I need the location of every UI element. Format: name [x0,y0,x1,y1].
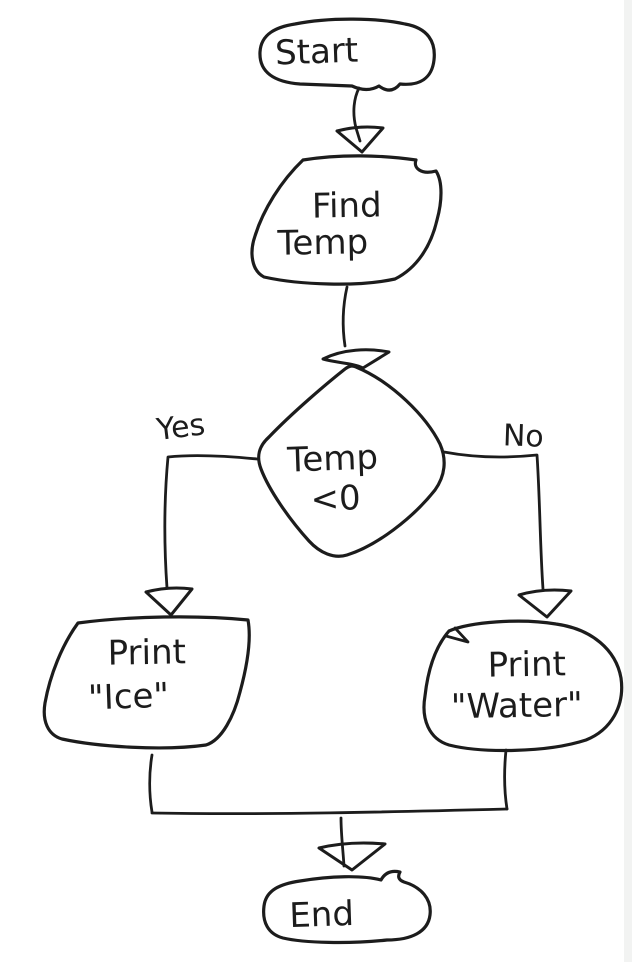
arrowhead-1-tick [354,126,362,143]
find-temp-label-line1: Find [312,185,382,226]
end-label: End [289,894,355,936]
node-find-temp: Find Temp [250,154,443,286]
connector-ice-merge [148,753,154,814]
node-start: Start [258,17,436,92]
decision-label-line2: <0 [310,478,361,520]
start-label: Start [274,31,358,74]
connector-decision-water [442,450,545,591]
print-water-label-line2: "Water" [451,685,583,727]
print-ice-shape [42,615,251,750]
arrowhead-down-5-icon [317,841,387,872]
arrowhead-down-3-icon [144,586,194,617]
find-temp-label-line2: Temp [276,222,368,264]
edge-label-no: No [502,418,544,454]
print-water-fold [444,626,470,644]
connector-water-merge [503,748,509,811]
decision-shape [257,364,446,558]
print-water-label-line1: Print [487,644,566,685]
connector-start-findtemp [352,86,361,130]
canvas-right-edge-strip [624,0,632,962]
connector-merge-end [339,816,346,868]
print-ice-label-line1: Print [107,632,186,673]
connector-findtemp-decision [341,285,349,348]
arrowhead-down-4-icon [517,588,573,619]
arrowhead-down-2-icon [321,348,391,370]
node-end: End [262,869,432,945]
decision-label-line1: Temp [286,437,379,480]
connector-decision-ice [163,454,259,590]
edge-label-yes: Yes [154,407,207,448]
print-water-shape [422,619,624,753]
end-shape [262,869,432,945]
find-temp-shape [250,154,443,286]
node-print-ice: Print "Ice" [42,615,251,750]
node-print-water: Print "Water" [422,619,624,753]
print-ice-label-line2: "Ice" [87,676,169,719]
start-shape [258,17,436,92]
connector-merge-horizontal [150,807,509,816]
node-decision: Temp <0 [257,364,446,558]
